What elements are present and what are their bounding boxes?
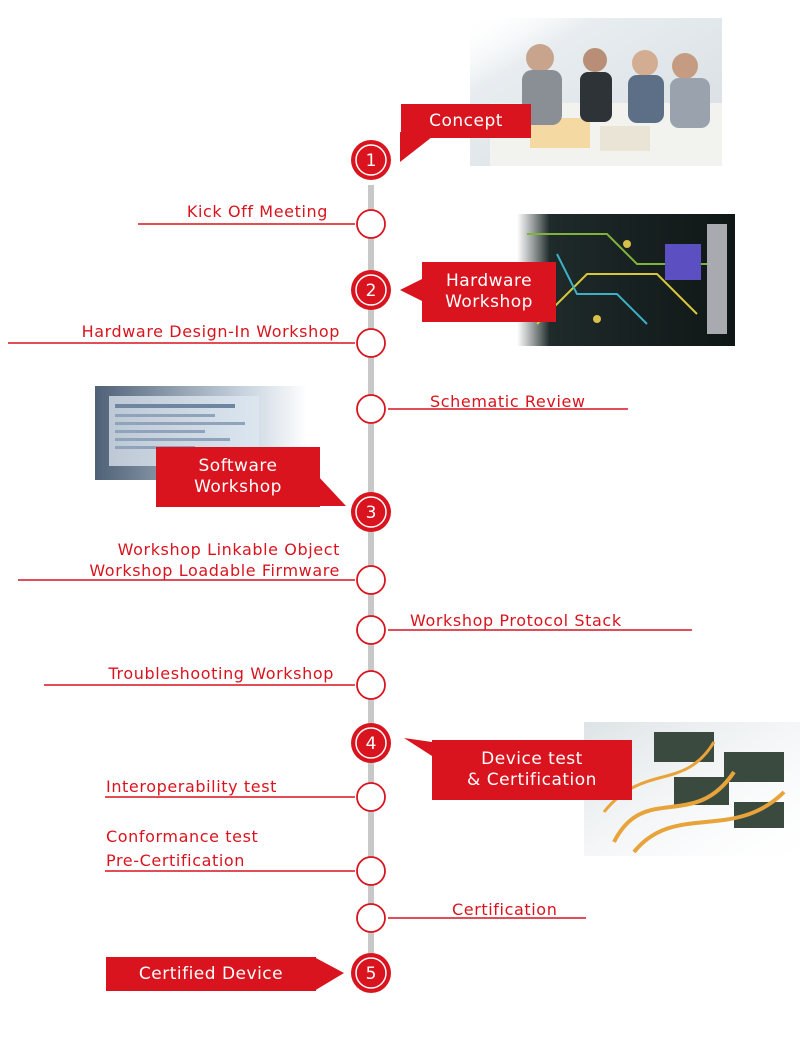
step-node	[356, 903, 386, 933]
stage-label-text: Device test & Certification	[467, 749, 597, 790]
milestone-node-3: 3	[351, 492, 391, 532]
milestone-node-1: 1	[351, 140, 391, 180]
step-certification: Certification	[452, 900, 558, 919]
pointer-software	[318, 476, 346, 506]
step-node	[356, 328, 386, 358]
step-linkable-object: Workshop Linkable Object	[117, 540, 340, 559]
step-conformance: Conformance test	[106, 827, 259, 846]
step-kick-off: Kick Off Meeting	[186, 202, 328, 221]
step-troubleshooting: Troubleshooting Workshop	[108, 664, 334, 683]
stage-label-text: Concept	[429, 110, 503, 131]
stage-label-text: Software Workshop	[194, 456, 282, 497]
step-pre-certification: Pre-Certification	[106, 851, 246, 870]
pointer-hardware	[400, 278, 424, 302]
step-node	[356, 565, 386, 595]
milestone-number-2: 2	[366, 281, 377, 301]
step-hardware-design-in: Hardware Design-In Workshop	[81, 322, 340, 341]
pointer-device	[404, 738, 432, 756]
stage-label-text: Hardware Workshop	[445, 271, 533, 312]
step-node	[356, 615, 386, 645]
stage-label-concept: Concept	[401, 104, 531, 138]
stage-label-software: Software Workshop	[156, 447, 320, 507]
stage-label-hardware: Hardware Workshop	[422, 262, 556, 322]
milestone-number-3: 3	[366, 503, 377, 523]
step-node	[356, 209, 386, 239]
milestone-node-2: 2	[351, 270, 391, 310]
stage-label-text: Certified Device	[138, 963, 284, 984]
stage-label-certified-device: Certified Device	[106, 957, 316, 991]
pointer-certified	[314, 957, 344, 991]
step-schematic-review: Schematic Review	[430, 392, 586, 411]
milestone-node-5: 5	[351, 953, 391, 993]
step-interoperability: Interoperability test	[106, 777, 278, 796]
circuit-board-photo	[517, 214, 735, 346]
milestone-number-4: 4	[366, 734, 377, 754]
milestone-number-5: 5	[366, 964, 377, 984]
step-node	[356, 394, 386, 424]
pointer-concept	[400, 132, 432, 162]
step-protocol-stack: Workshop Protocol Stack	[410, 611, 622, 630]
milestone-node-4: 4	[351, 723, 391, 763]
stage-label-device-test: Device test & Certification	[432, 740, 632, 800]
step-node	[356, 670, 386, 700]
milestone-number-1: 1	[366, 151, 377, 171]
step-node	[356, 856, 386, 886]
team-meeting-photo	[470, 18, 722, 166]
step-node	[356, 782, 386, 812]
step-loadable-firmware: Workshop Loadable Firmware	[89, 561, 340, 580]
